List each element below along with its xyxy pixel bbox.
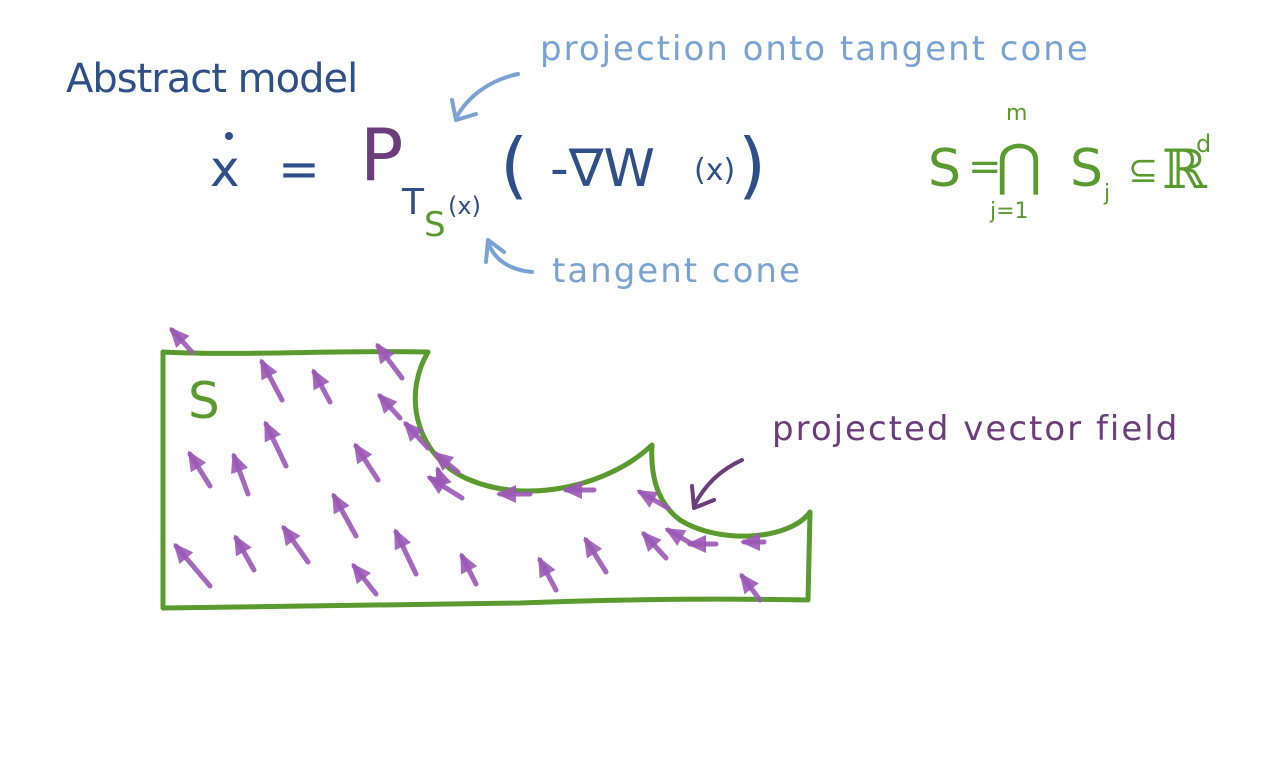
vector-field-arrow bbox=[740, 533, 767, 551]
vector-field-arrow bbox=[583, 536, 609, 575]
vector-field-arrow bbox=[393, 528, 419, 577]
heading: Abstract model bbox=[66, 56, 357, 102]
tangent-cone-S: S bbox=[424, 205, 446, 245]
vector-field-arrow bbox=[233, 534, 257, 573]
equation-x: x bbox=[210, 140, 240, 198]
vector-field-arrow bbox=[537, 556, 559, 593]
tangent-cone-annotation: tangent cone bbox=[552, 251, 802, 291]
intersection-lower: j=1 bbox=[989, 199, 1029, 224]
intersection-upper: m bbox=[1006, 101, 1027, 126]
projection-annotation-arrow bbox=[450, 72, 520, 122]
negative-gradient: -∇W bbox=[550, 139, 655, 199]
set-Sj: S bbox=[1070, 139, 1103, 199]
vector-field-arrow bbox=[173, 542, 213, 589]
gradient-arg: (x) bbox=[694, 153, 735, 188]
set-sub-j: j bbox=[1103, 181, 1110, 206]
tangent-cone-arg: (x) bbox=[448, 192, 481, 220]
vector-field-arrow bbox=[353, 442, 381, 483]
vector-field-arrow bbox=[403, 421, 431, 451]
left-paren: ( bbox=[500, 123, 528, 207]
vector-field-arrow bbox=[562, 481, 597, 499]
set-lhs-S: S bbox=[928, 139, 961, 199]
vector-field-arrow bbox=[375, 342, 405, 381]
vector-field-arrow bbox=[377, 393, 403, 421]
set-definition: S = ⋂ m j=1 S j ⊆ ℝ d bbox=[928, 101, 1211, 224]
vector-field-arrow bbox=[259, 358, 285, 403]
reals-symbol: ℝ bbox=[1162, 138, 1208, 201]
vector-field-arrow bbox=[739, 572, 763, 603]
subset-symbol: ⊆ bbox=[1128, 150, 1158, 191]
projected-vector-field bbox=[169, 327, 767, 603]
vector-field-arrow bbox=[187, 450, 213, 489]
reals-sup-d: d bbox=[1196, 130, 1211, 158]
vector-field-annotation-arrow bbox=[690, 458, 744, 510]
vector-field-arrow bbox=[263, 420, 289, 469]
projection-operator-P: P bbox=[360, 113, 403, 197]
vector-field-arrow bbox=[641, 531, 669, 561]
vector-field-arrow bbox=[434, 466, 452, 489]
vector-field-arrow bbox=[459, 552, 479, 587]
vector-field-arrow bbox=[432, 451, 461, 475]
vector-field-arrow bbox=[686, 535, 719, 553]
right-paren: ) bbox=[738, 123, 766, 207]
vector-field-arrow bbox=[169, 327, 195, 355]
vector-field-arrow bbox=[496, 485, 533, 503]
region-label-S: S bbox=[188, 372, 220, 430]
vector-field-arrow bbox=[664, 527, 695, 547]
vector-field-arrow bbox=[636, 489, 671, 511]
vector-field-arrow bbox=[331, 492, 359, 539]
vector-field-arrow bbox=[231, 452, 251, 497]
tangent-cone-T: T bbox=[401, 182, 425, 223]
equation-equals: = bbox=[278, 140, 320, 198]
vector-field-arrow bbox=[351, 562, 379, 597]
equation: x = P T S (x) ( -∇W (x) ) bbox=[210, 113, 766, 245]
vector-field-annotation: projected vector field bbox=[772, 409, 1179, 449]
xdot-dot bbox=[225, 132, 233, 140]
vector-field-arrow bbox=[311, 368, 333, 405]
projection-annotation: projection onto tangent cone bbox=[540, 29, 1090, 69]
tangent-cone-annotation-arrow bbox=[484, 238, 534, 274]
set-equals: = bbox=[968, 144, 1002, 190]
intersection-symbol: ⋂ bbox=[996, 133, 1042, 198]
vector-field-arrow bbox=[281, 524, 311, 565]
